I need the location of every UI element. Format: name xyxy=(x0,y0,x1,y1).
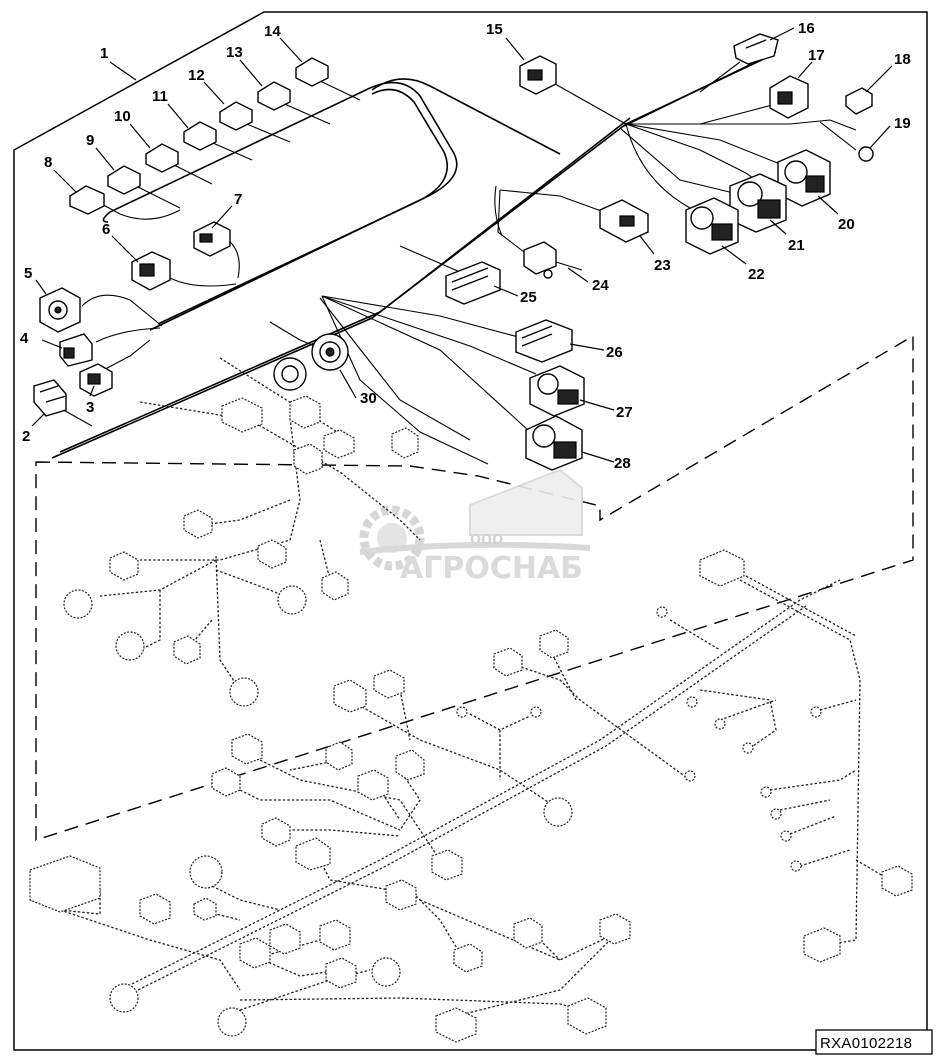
connector-8 xyxy=(69,185,105,215)
callout-16: 16 xyxy=(798,20,815,37)
callout-9: 9 xyxy=(86,132,94,149)
main-harness xyxy=(51,51,857,465)
connectors xyxy=(33,33,874,471)
figure-code: RXA0102218 xyxy=(820,1035,912,1052)
connector-7 xyxy=(193,221,231,257)
connector-2 xyxy=(33,379,67,417)
connector-17 xyxy=(769,75,809,119)
callout-26: 26 xyxy=(606,344,623,361)
callout-21: 21 xyxy=(788,237,805,254)
connector-21 xyxy=(729,173,787,233)
exploded-connectors xyxy=(29,395,913,1043)
callout-8: 8 xyxy=(44,154,52,171)
callout-10: 10 xyxy=(114,108,131,125)
connector-11 xyxy=(183,121,217,151)
connector-12 xyxy=(219,101,253,131)
connector-30 xyxy=(311,333,349,371)
callout-19: 19 xyxy=(894,115,911,132)
connector-14 xyxy=(295,57,329,87)
callout-14: 14 xyxy=(264,23,281,40)
callout-30: 30 xyxy=(360,390,377,407)
watermark-name: АГРОСНАБ xyxy=(400,551,583,586)
connector-28 xyxy=(525,415,583,471)
callout-3: 3 xyxy=(86,399,94,416)
connector-5 xyxy=(39,287,81,333)
connector-round-aux xyxy=(273,357,307,391)
callout-4: 4 xyxy=(20,330,29,347)
connector-18 xyxy=(845,87,873,115)
callout-6: 6 xyxy=(102,221,110,238)
callout-23: 23 xyxy=(654,257,671,274)
callout-18: 18 xyxy=(894,51,911,68)
connector-10 xyxy=(145,143,179,173)
callout-11: 11 xyxy=(152,88,168,105)
callout-5: 5 xyxy=(24,265,32,282)
callout-27: 27 xyxy=(616,404,633,421)
connector-20 xyxy=(777,149,831,207)
callout-labels: 1 2 3 4 5 6 7 8 9 10 11 12 13 14 15 16 1… xyxy=(20,20,911,472)
callout-22: 22 xyxy=(748,266,765,283)
callout-13: 13 xyxy=(226,44,243,61)
connector-6 xyxy=(131,251,171,291)
connector-25 xyxy=(445,261,501,305)
leader-lines xyxy=(31,27,893,463)
connector-23 xyxy=(599,199,649,243)
connector-27 xyxy=(529,365,585,417)
connector-16 xyxy=(733,33,779,65)
connector-4 xyxy=(59,333,93,367)
callout-15: 15 xyxy=(486,21,503,38)
exploded-view-boundary xyxy=(35,334,914,841)
watermark-prefix: ООО xyxy=(470,533,503,548)
connector-24 xyxy=(523,241,583,279)
connector-22 xyxy=(685,197,739,255)
connector-3 xyxy=(79,363,113,397)
callout-24: 24 xyxy=(592,277,609,294)
watermark: ООО АГРОСНАБ xyxy=(359,468,591,586)
callout-1: 1 xyxy=(100,45,108,62)
callout-25: 25 xyxy=(520,289,537,306)
figure-code-box: RXA0102218 xyxy=(815,1029,933,1055)
callout-28: 28 xyxy=(614,455,631,472)
callout-12: 12 xyxy=(188,67,205,84)
harness-panel-outline xyxy=(13,11,928,1051)
connector-9 xyxy=(107,165,141,195)
callout-17: 17 xyxy=(808,47,825,64)
connector-19 xyxy=(819,121,874,162)
callout-7: 7 xyxy=(234,191,242,208)
callout-20: 20 xyxy=(838,216,855,233)
connector-13 xyxy=(257,81,291,111)
connector-26 xyxy=(515,319,573,363)
connector-15 xyxy=(519,55,557,95)
callout-2: 2 xyxy=(22,428,30,445)
